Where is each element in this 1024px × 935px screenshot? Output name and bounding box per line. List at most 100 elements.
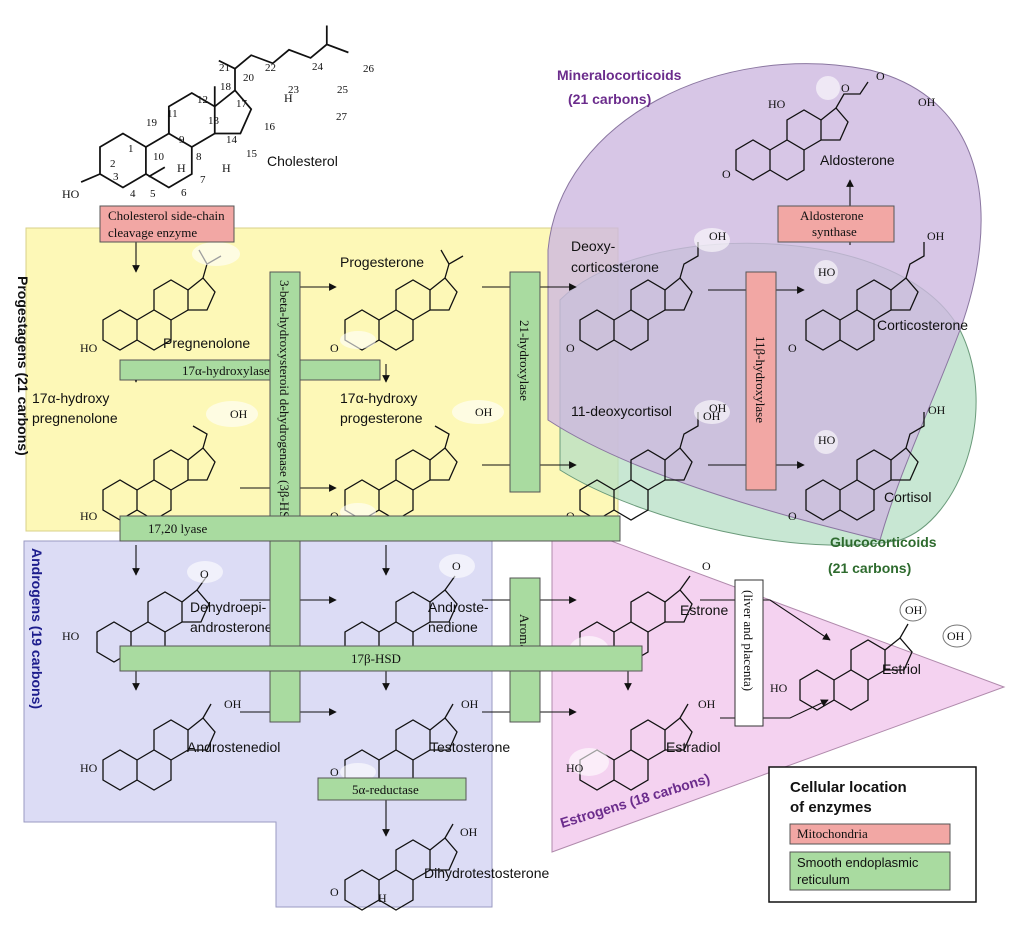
svg-text:pregnenolone: pregnenolone — [32, 410, 118, 426]
svg-text:7: 7 — [200, 174, 206, 186]
svg-text:4: 4 — [130, 188, 136, 200]
androgens-label: Androgens (19 carbons) — [29, 548, 45, 709]
deoxycorticosterone-structure — [579, 242, 699, 351]
testosterone-structure — [344, 703, 458, 791]
svg-text:21: 21 — [219, 62, 230, 74]
hydroxylase21-box — [509, 271, 541, 493]
svg-text:15: 15 — [246, 148, 258, 160]
svg-text:Aldosterone: Aldosterone — [820, 152, 895, 168]
svg-text:HO: HO — [818, 433, 836, 447]
molecule-labels: Pregnenolone Progesterone Deoxy- cortico… — [32, 152, 968, 881]
cortisol-structure — [805, 412, 925, 521]
svg-text:1: 1 — [128, 143, 134, 155]
svg-text:O: O — [876, 69, 885, 83]
svg-text:10: 10 — [153, 151, 165, 163]
svg-text:nedione: nedione — [428, 619, 478, 635]
svg-text:androsterone: androsterone — [190, 619, 273, 635]
svg-text:OH: OH — [918, 95, 936, 109]
svg-text:14: 14 — [226, 134, 238, 146]
aldosterone-structure — [735, 81, 869, 181]
svg-text:Estradiol: Estradiol — [666, 739, 720, 755]
svg-text:17: 17 — [236, 98, 248, 110]
svg-text:17β-HSD: 17β-HSD — [351, 651, 401, 666]
svg-text:OH: OH — [947, 629, 965, 643]
svg-text:Deoxy-: Deoxy- — [571, 238, 616, 254]
svg-text:Androste-: Androste- — [428, 599, 489, 615]
androstenediol-structure — [102, 703, 216, 791]
svg-text:6: 6 — [181, 187, 187, 199]
svg-text:OH: OH — [703, 409, 721, 423]
svg-text:19: 19 — [146, 117, 158, 129]
svg-text:O: O — [702, 559, 711, 573]
mineralocorticoids-label: Mineralocorticoids — [557, 67, 682, 83]
androgens-region — [23, 540, 493, 908]
svg-text:OH: OH — [230, 407, 248, 421]
progestagens-label: Progestagens (21 carbons) — [15, 276, 31, 456]
svg-text:Progesterone: Progesterone — [340, 254, 424, 270]
svg-text:O: O — [788, 509, 797, 523]
svg-text:Aldosterone: Aldosterone — [800, 208, 864, 223]
svg-text:OH: OH — [475, 405, 493, 419]
svg-text:progesterone: progesterone — [340, 410, 423, 426]
svg-text:O: O — [330, 341, 339, 355]
progesterone-structure — [344, 249, 464, 351]
cholesterol-ho: HO — [62, 187, 80, 201]
legend: Cellular location of enzymes Mitochondri… — [768, 766, 977, 903]
legend-ser-label-line1: Smooth endoplasmic — [797, 855, 919, 870]
hydroxyprogesterone-structure — [344, 425, 458, 521]
hydroxylase17-box — [119, 359, 381, 381]
reductase5a-box — [317, 777, 467, 801]
cholesterol-h17: H — [284, 91, 293, 105]
svg-text:HO: HO — [770, 681, 788, 695]
svg-text:Estrone: Estrone — [680, 602, 728, 618]
svg-text:8: 8 — [196, 151, 202, 163]
svg-text:17α-hydroxy: 17α-hydroxy — [340, 390, 417, 406]
svg-text:OH: OH — [460, 825, 478, 839]
svg-text:O: O — [841, 81, 850, 95]
svg-text:H: H — [378, 891, 387, 905]
svg-text:3: 3 — [113, 171, 119, 183]
svg-text:OH: OH — [461, 697, 479, 711]
hydroxypregnenolone-structure — [102, 425, 216, 521]
svg-text:HO: HO — [818, 265, 836, 279]
legend-ser-label-line2: reticulum — [797, 872, 850, 887]
lyase-box — [119, 515, 621, 542]
svg-text:22: 22 — [265, 62, 276, 74]
svg-text:16: 16 — [264, 121, 276, 133]
glucocorticoids-label: Glucocorticoids — [830, 534, 937, 550]
svg-text:13: 13 — [208, 115, 220, 127]
svg-text:Dihydrotestosterone: Dihydrotestosterone — [424, 865, 550, 881]
svg-text:HO: HO — [62, 629, 80, 643]
cholesterol-structure — [80, 25, 349, 189]
mineralocorticoids-sublabel: (21 carbons) — [568, 91, 651, 107]
svg-text:Testosterone: Testosterone — [430, 739, 510, 755]
svg-text:OH: OH — [709, 229, 727, 243]
svg-text:cleavage enzyme: cleavage enzyme — [108, 225, 197, 240]
svg-text:17α-hydroxy: 17α-hydroxy — [32, 390, 109, 406]
svg-text:9: 9 — [179, 134, 185, 146]
svg-text:HO: HO — [566, 761, 584, 775]
legend-mito-swatch — [789, 823, 951, 845]
legend-title-line1: Cellular location — [790, 779, 907, 796]
svg-text:Androstenediol: Androstenediol — [187, 739, 280, 755]
cholesterol-label: Cholesterol — [267, 153, 338, 169]
svg-text:Cortisol: Cortisol — [884, 489, 931, 505]
svg-text:(liver and placenta): (liver and placenta) — [741, 590, 756, 691]
hsd17b-box — [119, 645, 643, 672]
estradiol-structure — [579, 703, 693, 791]
scc-enzyme-box — [99, 205, 235, 243]
svg-text:O: O — [788, 341, 797, 355]
svg-text:11: 11 — [167, 108, 178, 120]
svg-text:25: 25 — [337, 84, 349, 96]
functional-group-highlights — [187, 76, 840, 781]
cholesterol-h9: H — [177, 161, 186, 175]
glucocorticoids-sublabel: (21 carbons) — [828, 560, 911, 576]
hydroxylase11b-box — [745, 271, 777, 491]
svg-text:23: 23 — [288, 84, 300, 96]
svg-text:5: 5 — [150, 188, 156, 200]
svg-text:OH: OH — [928, 403, 946, 417]
svg-text:18: 18 — [220, 81, 232, 93]
legend-title-line2: of enzymes — [790, 799, 872, 816]
svg-text:HO: HO — [80, 761, 98, 775]
